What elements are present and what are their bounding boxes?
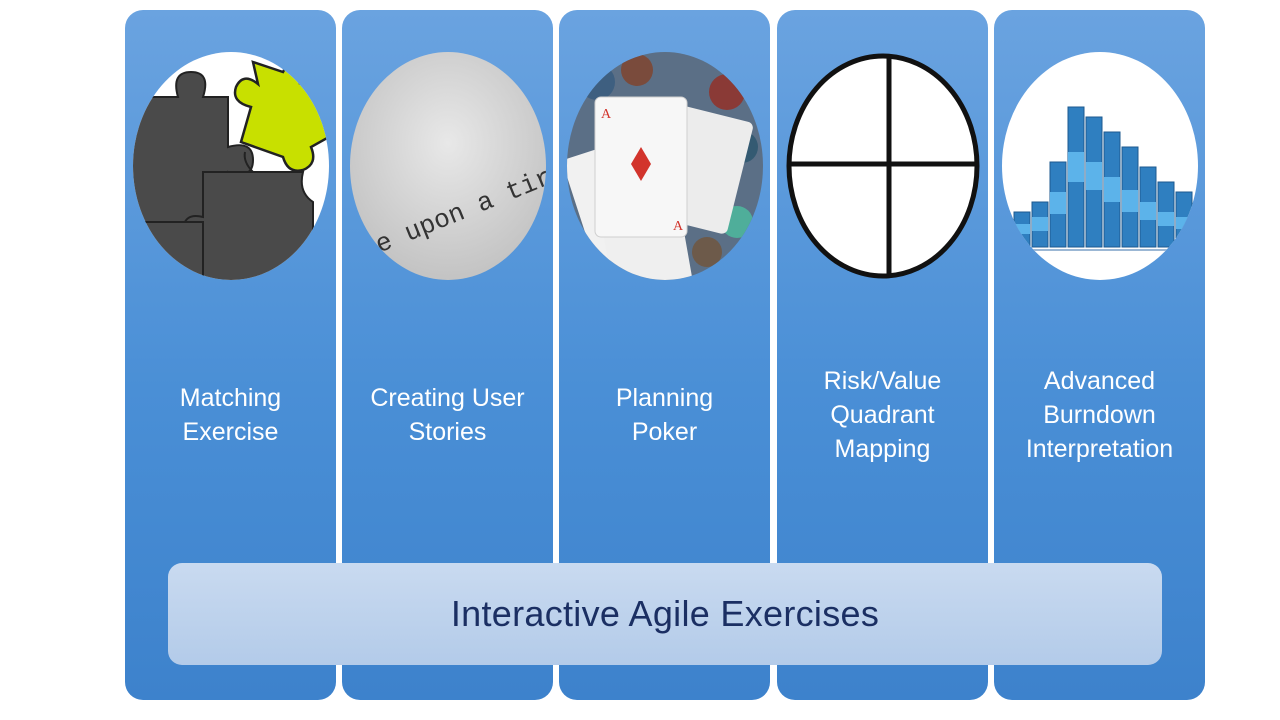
quadrant-image <box>785 52 981 280</box>
bar-chart-icon <box>1001 52 1198 280</box>
puzzle-image <box>132 52 329 280</box>
paper-text-icon: e upon a tir <box>349 52 546 280</box>
cards-image: A A <box>566 52 763 280</box>
svg-text:A: A <box>601 107 612 122</box>
paper-image: e upon a tir <box>349 52 546 280</box>
column-label: Matching Exercise <box>179 384 282 446</box>
puzzle-icon <box>132 52 329 280</box>
title-banner: Interactive Agile Exercises <box>168 563 1162 665</box>
cards-icon: A A <box>566 52 763 280</box>
quadrant-icon <box>786 53 979 279</box>
column-label: Risk/Value Quadrant Mapping <box>823 367 942 463</box>
banner-title: Interactive Agile Exercises <box>450 593 880 634</box>
column-label: Advanced Burndown Interpretation <box>1025 367 1174 463</box>
column-matching-exercise: Matching Exercise <box>125 10 336 700</box>
svg-text:A: A <box>673 219 684 234</box>
bar-chart-image <box>1001 52 1198 280</box>
column-label: Planning Poker <box>615 384 714 446</box>
column-label: Creating User Stories <box>370 384 525 446</box>
